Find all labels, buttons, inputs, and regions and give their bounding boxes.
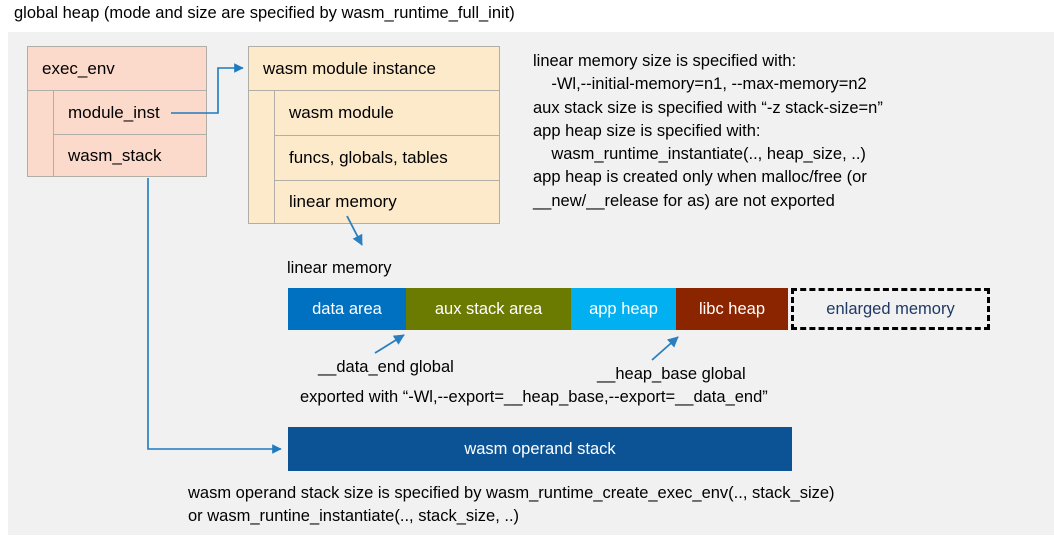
- memory-segment-label: app heap: [589, 299, 658, 318]
- exported-with-label: exported with “-Wl,--export=__heap_base,…: [300, 388, 768, 406]
- memory-segment-libc-heap: libc heap: [676, 288, 788, 330]
- wasm-module-instance-row-wasm-module: wasm module: [289, 103, 394, 123]
- memory-segment-data-area: data area: [288, 288, 406, 330]
- wasm-module-instance-rows-wrapper: wasm module funcs, globals, tables linea…: [249, 91, 499, 224]
- wasm-module-instance-gutter: [249, 91, 275, 224]
- exec-env-row-module-inst: module_inst: [68, 102, 160, 122]
- linear-memory-note: linear memory size is specified with: -W…: [533, 52, 883, 210]
- exec-env-row-wasm-stack: wasm_stack: [54, 134, 206, 177]
- page-title: global heap (mode and size are specified…: [14, 4, 515, 22]
- wasm-module-instance-header: wasm module instance: [249, 47, 499, 91]
- wasm-operand-stack-label: wasm operand stack: [464, 439, 616, 458]
- memory-segment-label: data area: [312, 299, 382, 318]
- exec-env-box: exec_env module_inst wasm_stack: [27, 46, 207, 177]
- wasm-module-instance-box: wasm module instance wasm module funcs, …: [248, 46, 500, 224]
- wasm-module-instance-rows: wasm module funcs, globals, tables linea…: [275, 91, 499, 224]
- heap-base-global-label: __heap_base global: [597, 365, 746, 383]
- data-end-global-label: __data_end global: [318, 358, 454, 376]
- wasm-module-instance-row-funcs-globals-tables: funcs, globals, tables: [275, 135, 499, 179]
- operand-stack-note: wasm operand stack size is specified by …: [188, 484, 835, 526]
- linear-memory-bar: data area aux stack area app heap libc heap…: [288, 288, 990, 330]
- linear-memory-label: linear memory: [287, 259, 392, 277]
- memory-segment-app-heap: app heap: [571, 288, 676, 330]
- memory-segment-aux-stack-area: aux stack area: [406, 288, 571, 330]
- memory-segment-label: enlarged memory: [826, 299, 955, 318]
- exec-env-rows-wrapper: module_inst wasm_stack: [28, 91, 206, 177]
- memory-segment-enlarged-memory: enlarged memory: [791, 288, 990, 330]
- wasm-module-instance-row-linear-memory: linear memory: [275, 179, 499, 224]
- exec-env-gutter: [28, 91, 54, 177]
- exec-env-header: exec_env: [28, 47, 206, 91]
- memory-segment-label: libc heap: [698, 299, 766, 318]
- memory-segment-label: aux stack area: [434, 299, 543, 318]
- exec-env-rows: module_inst wasm_stack: [54, 91, 206, 177]
- wasm-operand-stack-box: wasm operand stack: [288, 427, 792, 471]
